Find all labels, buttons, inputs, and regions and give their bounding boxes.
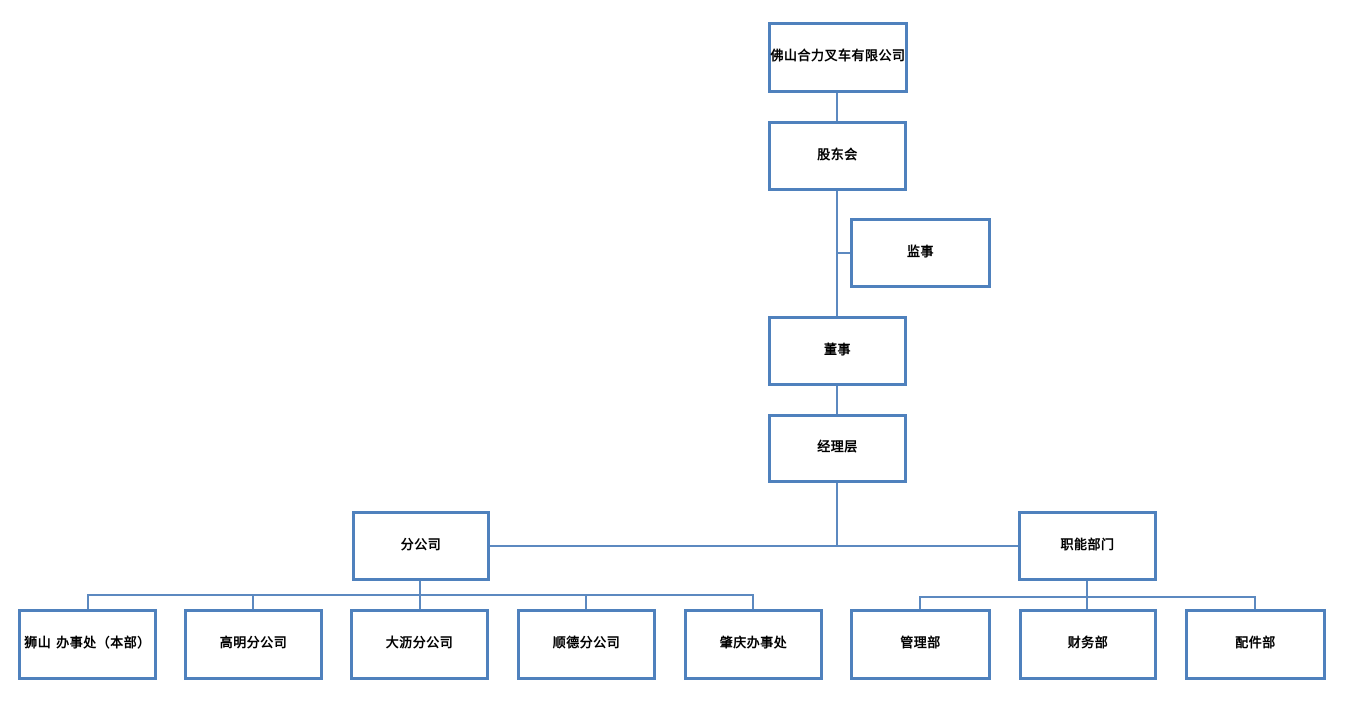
connector-line-16 xyxy=(1086,597,1088,609)
org-node-shunde[interactable]: 顺德分公司 xyxy=(517,609,656,680)
org-node-label: 管理部 xyxy=(900,636,941,652)
org-node-supervisor[interactable]: 监事 xyxy=(850,218,991,288)
org-node-shishan[interactable]: 狮山 办事处（本部） xyxy=(18,609,157,680)
connector-line-13 xyxy=(1086,581,1088,597)
org-node-label: 职能部门 xyxy=(1060,537,1115,553)
org-node-label: 分公司 xyxy=(400,537,442,553)
org-node-label: 股东会 xyxy=(817,147,858,163)
org-node-label: 财务部 xyxy=(1067,636,1109,652)
connector-line-9 xyxy=(252,595,254,609)
org-node-director[interactable]: 董事 xyxy=(768,316,907,386)
org-node-label: 配件部 xyxy=(1235,636,1276,652)
connector-line-15 xyxy=(919,597,921,609)
connector-line-3 xyxy=(836,386,838,414)
org-node-label: 肇庆办事处 xyxy=(719,636,788,652)
org-node-label: 大沥分公司 xyxy=(385,636,454,652)
org-node-branches[interactable]: 分公司 xyxy=(352,511,490,581)
connector-line-6 xyxy=(419,581,421,596)
connector-line-10 xyxy=(419,595,421,609)
org-node-gaoming[interactable]: 高明分公司 xyxy=(184,609,323,680)
org-node-label: 董事 xyxy=(823,342,851,358)
org-node-label: 高明分公司 xyxy=(219,636,288,652)
connector-line-5 xyxy=(490,545,1018,547)
org-node-zhaoqing[interactable]: 肇庆办事处 xyxy=(684,609,823,680)
org-node-caiwubu[interactable]: 财务部 xyxy=(1019,609,1157,680)
org-node-peijianbu[interactable]: 配件部 xyxy=(1185,609,1326,680)
org-node-label: 顺德分公司 xyxy=(552,636,621,652)
org-node-company[interactable]: 佛山合力叉车有限公司 xyxy=(768,22,908,93)
connector-line-12 xyxy=(752,595,754,609)
connector-line-17 xyxy=(1254,597,1256,609)
org-node-label: 狮山 办事处（本部） xyxy=(24,636,151,652)
org-node-label: 监事 xyxy=(906,244,934,260)
connector-line-2 xyxy=(836,252,852,254)
org-node-management[interactable]: 经理层 xyxy=(768,414,907,483)
org-node-shareholders[interactable]: 股东会 xyxy=(768,121,907,191)
org-node-label: 佛山合力叉车有限公司 xyxy=(770,49,906,65)
org-node-dali[interactable]: 大沥分公司 xyxy=(350,609,489,680)
connector-line-11 xyxy=(585,595,587,609)
org-node-functional[interactable]: 职能部门 xyxy=(1018,511,1157,581)
connector-line-8 xyxy=(87,595,89,609)
connector-line-4 xyxy=(836,483,838,546)
org-node-label: 经理层 xyxy=(817,440,858,456)
connector-line-0 xyxy=(836,93,838,121)
org-node-guanlibu[interactable]: 管理部 xyxy=(850,609,991,680)
